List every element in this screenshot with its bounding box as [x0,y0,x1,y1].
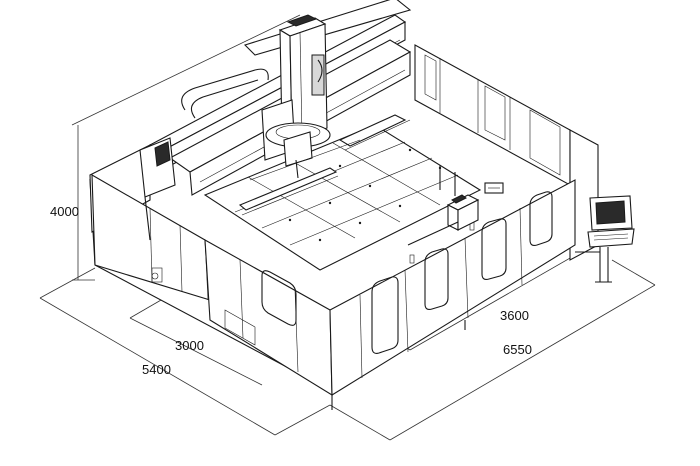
dimension-labels: 4000 3000 5400 3600 6550 [50,204,532,377]
enclosure-left-wall [89,144,211,301]
inner-fixtures [238,114,504,246]
inner-depth-dimension-label: 3000 [175,338,204,353]
enclosure-front-right-wall [329,179,576,410]
height-dimension-label: 4000 [50,204,79,219]
outer-depth-dimension-label: 5400 [142,362,171,377]
control-panel [575,195,635,283]
spindle-column [261,14,331,179]
inner-width-dimension-label: 3600 [500,308,529,323]
outer-width-dimension-label: 6550 [503,342,532,357]
